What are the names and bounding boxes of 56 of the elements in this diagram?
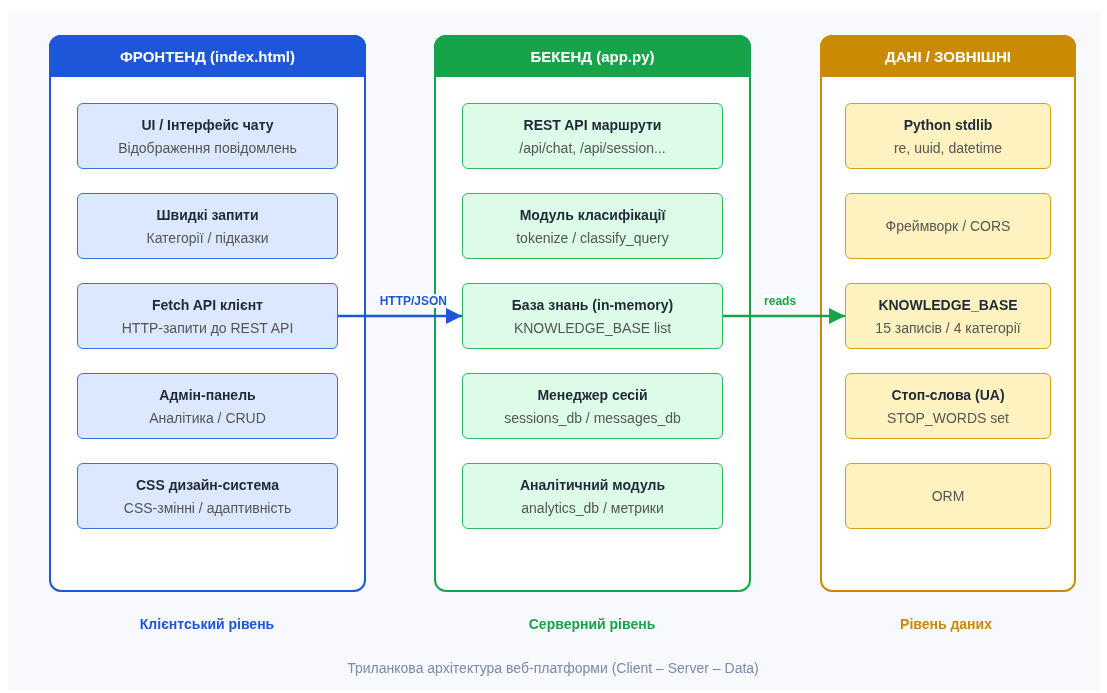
edge-label: reads <box>762 294 799 308</box>
component-box <box>77 463 338 529</box>
component-description: Фреймворк / CORS <box>885 218 1011 234</box>
component-description: CSS-змінні / адаптивність <box>123 499 292 516</box>
component-title: Швидкі запити <box>156 206 259 223</box>
component-box <box>77 103 338 169</box>
arrow <box>723 308 845 324</box>
component-box <box>845 103 1051 169</box>
tier-label: Серверний рівень <box>528 616 656 632</box>
layer-panel <box>49 35 366 592</box>
component-box <box>462 283 723 349</box>
component-box <box>845 463 1051 529</box>
component-title: CSS дизайн-система <box>135 476 280 493</box>
component-description: KNOWLEDGE_BASE list <box>513 319 672 336</box>
layer-heading: ДАНІ / ЗОВНІШНІ <box>820 35 1076 77</box>
component-title: Стоп-слова (UA) <box>891 386 1005 403</box>
component-title: Fetch API клієнт <box>152 296 263 313</box>
component-title: База знань (in-memory) <box>511 296 674 313</box>
component-description: analytics_db / метрики <box>521 499 664 516</box>
component-description: Аналітика / CRUD <box>149 409 266 426</box>
component-title: Модуль класифікації <box>519 206 666 223</box>
component-box <box>462 373 723 439</box>
component-description: tokenize / classify_query <box>516 229 669 246</box>
component-box <box>77 193 338 259</box>
component-box <box>462 463 723 529</box>
component-box <box>845 373 1051 439</box>
tier-label: Рівень даних <box>900 616 992 632</box>
component-box <box>845 193 1051 259</box>
component-description: sessions_db / messages_db <box>504 409 681 426</box>
layer-heading: ФРОНТЕНД (index.html) <box>49 35 366 77</box>
component-box <box>845 283 1051 349</box>
component-title: Адмін-панель <box>159 386 256 403</box>
component-title: REST API маршрути <box>523 116 662 133</box>
component-title: UI / Інтерфейс чату <box>141 116 274 133</box>
layer-heading: БЕКЕНД (app.py) <box>434 35 751 77</box>
edge-label: HTTP/JSON <box>377 294 449 308</box>
component-description: 15 записів / 4 категорії <box>875 319 1021 336</box>
component-box <box>77 283 338 349</box>
component-description: Категорії / підказки <box>146 229 269 246</box>
arrow <box>338 308 462 324</box>
component-description: HTTP-запити до REST API <box>121 319 294 336</box>
component-title: Менеджер сесій <box>537 386 648 403</box>
component-description: Відображення повідомлень <box>118 139 297 156</box>
component-description: re, uuid, datetime <box>893 139 1003 156</box>
component-box <box>77 373 338 439</box>
component-title: Python stdlib <box>903 116 993 133</box>
component-description: STOP_WORDS set <box>887 409 1009 426</box>
component-title: Аналітичний модуль <box>520 476 665 493</box>
tier-label: Клієнтський рівень <box>139 616 275 632</box>
caption: Триланкова архітектура веб-платформи (Client – Server – Data) <box>347 660 759 676</box>
component-description: /api/chat, /api/session... <box>519 139 666 156</box>
component-title: KNOWLEDGE_BASE <box>878 296 1018 313</box>
layer-panel <box>820 35 1076 592</box>
component-box <box>462 193 723 259</box>
component-box <box>462 103 723 169</box>
component-description: ORM <box>931 488 965 504</box>
